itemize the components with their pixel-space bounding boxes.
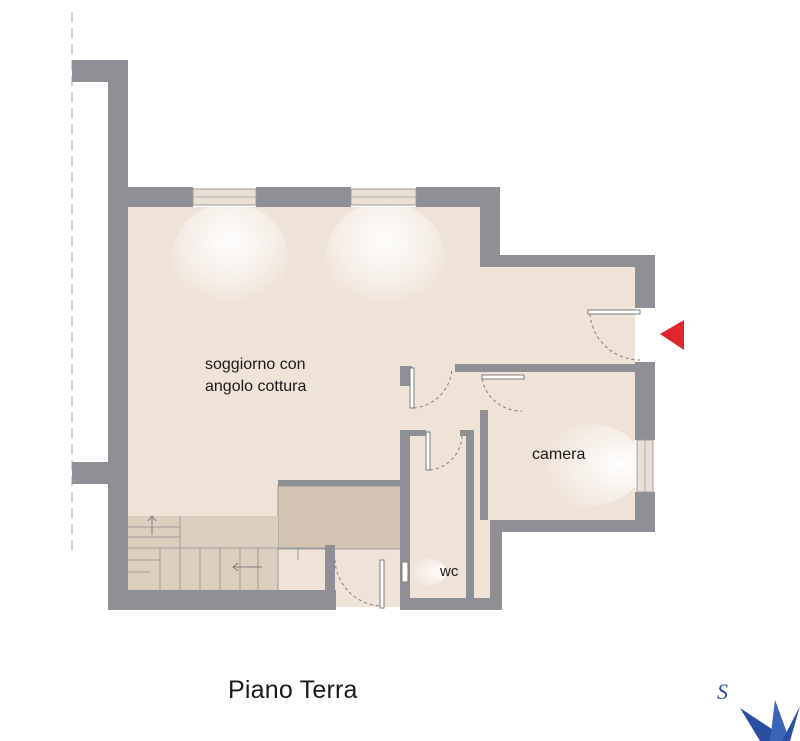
wc-light <box>403 558 447 586</box>
entrance-arrow-icon <box>660 320 684 350</box>
ceiling-light-2 <box>325 202 445 314</box>
bathroom-label: wc <box>440 563 459 580</box>
living-room-label-line2: angolo cottura <box>205 378 307 395</box>
living-room-label: soggiorno con angolo cottura <box>205 354 306 398</box>
ceiling-light-1 <box>172 203 288 313</box>
bedroom-label: camera <box>532 446 586 463</box>
doors <box>334 309 641 609</box>
bedroom-light <box>527 423 643 507</box>
floor-title: Piano Terra <box>228 676 358 704</box>
storage-area <box>277 485 403 550</box>
living-room-label-line1: soggiorno con <box>205 356 306 373</box>
exterior-walls <box>108 187 655 610</box>
north-compass-icon <box>740 700 800 741</box>
windows <box>192 188 654 493</box>
compass-letter: S <box>717 679 728 704</box>
interior-walls <box>400 364 635 600</box>
